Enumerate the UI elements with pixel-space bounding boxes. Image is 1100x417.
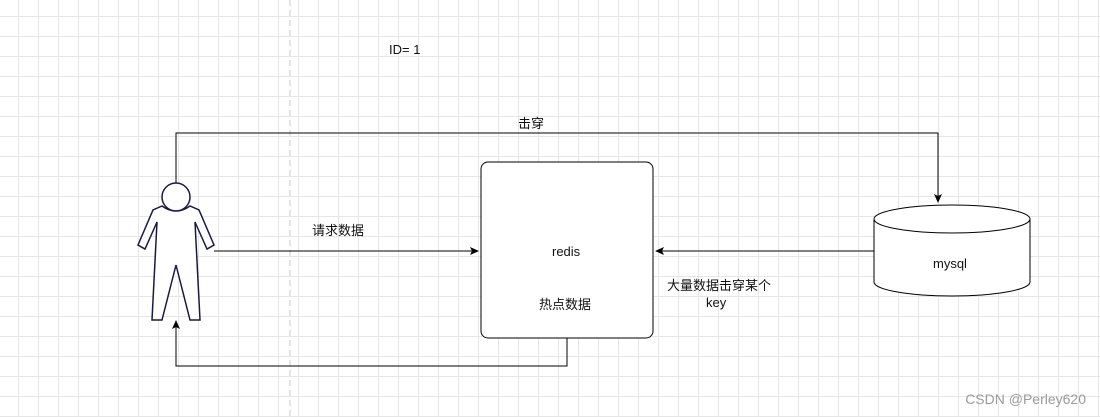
edge-return <box>172 320 568 367</box>
redis-title: redis <box>552 244 581 259</box>
request-label: 请求数据 <box>312 223 365 238</box>
mass-penetrate-label-line1: 大量数据击穿某个 <box>667 278 772 293</box>
mysql-node[interactable] <box>873 204 1031 297</box>
edge-penetrate <box>175 132 942 203</box>
mysql-label: mysql <box>933 256 967 271</box>
mass-penetrate-label-line2: key <box>706 295 727 310</box>
penetrate-label: 击穿 <box>518 116 545 131</box>
redis-subtitle: 热点数据 <box>539 297 592 312</box>
watermark: CSDN @Perley620 <box>965 391 1086 407</box>
person-icon[interactable] <box>137 182 215 321</box>
top-id-label: ID= 1 <box>389 42 421 57</box>
